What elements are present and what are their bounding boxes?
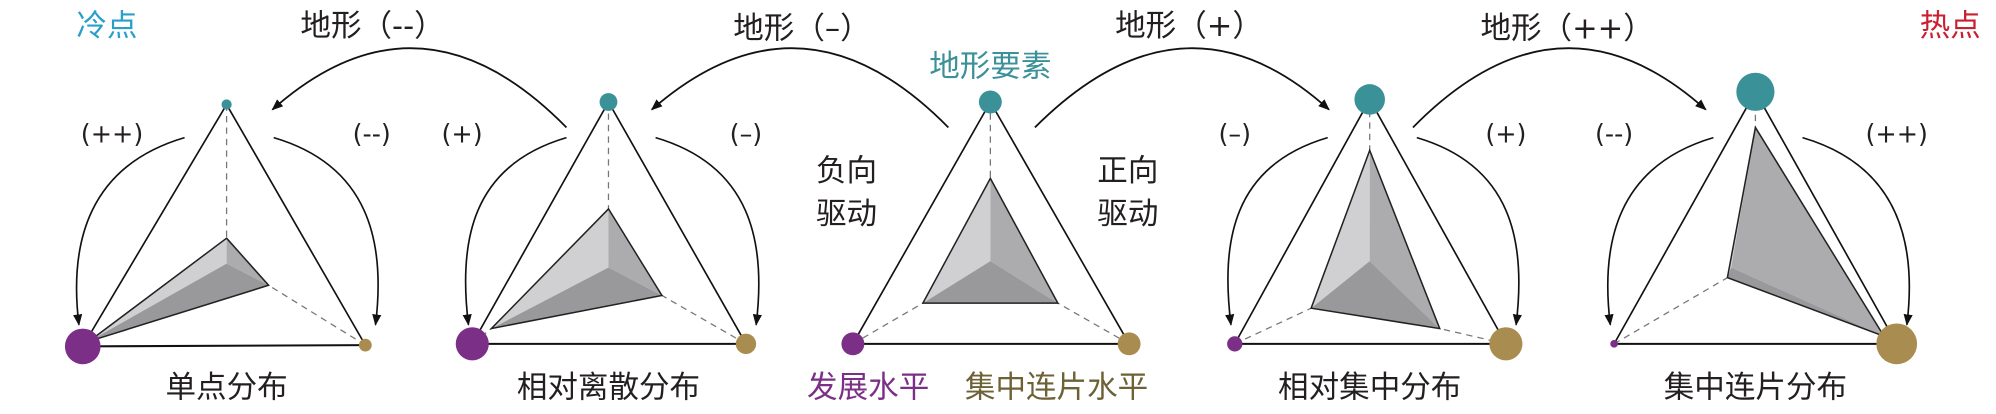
- triangle-edge-left-1: [82, 104, 228, 347]
- pyramid-outline-1: [88, 237, 270, 343]
- cluster-node-4: [1489, 327, 1523, 361]
- cluster-node-5: [1876, 323, 1918, 365]
- transition-label-1: 地形（--）: [300, 9, 444, 44]
- triangle-edge-base-1: [82, 344, 366, 348]
- negative-drive-label-2: 驱动: [816, 197, 877, 232]
- triangle-edge-right-1: [225, 104, 367, 346]
- transition-arrow-2: [650, 47, 949, 129]
- pattern-label-relative-dispersed: 相对离散分布: [517, 370, 700, 405]
- transition-arrow-4: [1412, 47, 1707, 129]
- transition-label-3: 地形（+）: [1115, 9, 1263, 44]
- axis-cluster-3: [1057, 302, 1130, 345]
- pattern-label-single-point: 单点分布: [165, 370, 287, 405]
- triangle-edge-left-3: [852, 101, 992, 345]
- development-node-3: [841, 332, 865, 356]
- side-arrow-right-2: [655, 136, 762, 326]
- side-arrow-left-1: [73, 136, 185, 326]
- side-arrow-right-1: [273, 136, 382, 326]
- pyramid-outline-2: [489, 207, 664, 330]
- sign-left-2: (+): [441, 120, 482, 150]
- axis-development-3: [852, 302, 924, 345]
- development-node-5: [1610, 340, 1618, 348]
- pyramid-face-dark-2: [491, 267, 662, 329]
- development-node-2: [455, 327, 489, 361]
- triangle-edge-right-2: [607, 101, 747, 345]
- triangle-edge-right-3: [989, 101, 1130, 345]
- terrain-node-3: [978, 90, 1002, 114]
- sign-right-1: (--): [353, 120, 391, 150]
- terrain-node-5: [1736, 72, 1775, 111]
- sign-right-2: (–): [730, 120, 763, 150]
- pattern-label-contiguous: 集中连片分布: [1664, 370, 1847, 405]
- positive-drive-label-1: 正向: [1097, 154, 1158, 189]
- transition-arrow-1: [271, 47, 568, 129]
- triangle-edge-right-4: [1368, 99, 1507, 345]
- development-level-label: 发展水平: [807, 370, 929, 405]
- side-arrow-right-5: [1802, 136, 1913, 326]
- pyramid-face-mid-5: [1731, 127, 1884, 337]
- sign-left-4: (–): [1218, 120, 1251, 150]
- triangle-edge-left-4: [1234, 99, 1371, 345]
- hot-spot-label: 热点: [1920, 9, 1981, 44]
- transition-label-4: 地形（++）: [1480, 11, 1653, 46]
- terrain-node-2: [599, 93, 618, 111]
- pyramid-face-dark-3: [922, 261, 1058, 304]
- sign-left-1: (++): [81, 120, 143, 150]
- sign-right-5: (++): [1865, 120, 1927, 150]
- development-node-1: [64, 328, 101, 365]
- side-arrow-left-4: [1225, 136, 1328, 326]
- pyramid-face-dark-1: [89, 263, 269, 342]
- terrain-node-4: [1354, 84, 1385, 115]
- cluster-level-label: 集中连片水平: [965, 370, 1148, 405]
- side-arrow-left-5: [1604, 136, 1714, 326]
- side-arrow-left-2: [462, 136, 567, 326]
- development-node-4: [1227, 336, 1243, 352]
- cluster-node-1: [358, 338, 372, 352]
- pyramid-outline-5: [1726, 125, 1886, 338]
- side-arrow-right-4: [1416, 136, 1522, 326]
- cold-spot-label: 冷点: [76, 9, 137, 44]
- cluster-node-3: [1117, 332, 1141, 356]
- axis-cluster-1: [268, 284, 366, 346]
- pyramid-face-dark-5: [1727, 267, 1884, 337]
- triangle-edge-left-5: [1613, 91, 1757, 345]
- pyramid-outline-3: [921, 176, 1060, 304]
- transition-label-2: 地形（–）: [733, 11, 870, 46]
- pyramid-face-dark-4: [1311, 261, 1440, 329]
- axis-cluster-2: [661, 294, 747, 345]
- terrain-factor-label: 地形要素: [929, 50, 1051, 85]
- axis-development-5: [1613, 277, 1728, 345]
- transition-arrow-3: [1034, 47, 1330, 129]
- sign-left-5: (--): [1595, 120, 1633, 150]
- cluster-node-2: [735, 333, 757, 355]
- terrain-node-1: [221, 99, 232, 110]
- axis-development-4: [1234, 307, 1312, 345]
- sign-right-4: (+): [1485, 120, 1526, 150]
- triangle-edge-right-5: [1754, 91, 1898, 345]
- pattern-label-relative-concentrated: 相对集中分布: [1278, 370, 1461, 405]
- pyramid-outline-4: [1310, 148, 1441, 330]
- negative-drive-label-1: 负向: [816, 154, 877, 189]
- positive-drive-label-2: 驱动: [1097, 197, 1158, 232]
- triangle-edge-left-2: [471, 101, 610, 345]
